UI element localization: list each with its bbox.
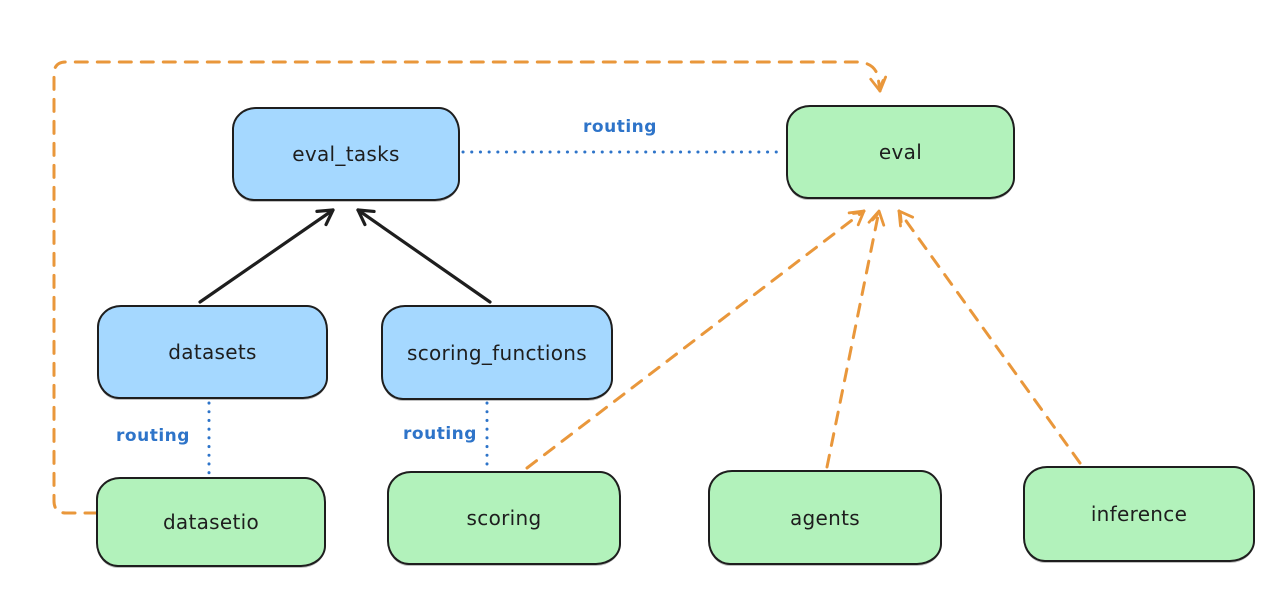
node-scoring-functions: scoring_functions	[381, 305, 613, 400]
edge-datasets-to-eval-tasks	[198, 208, 335, 304]
edge-agents-to-eval	[825, 209, 886, 469]
node-datasetio: datasetio	[96, 477, 326, 567]
node-agents-label: agents	[790, 505, 860, 530]
node-eval-tasks: eval_tasks	[232, 107, 460, 201]
routing-label-eval-tasks-eval: routing	[573, 117, 667, 138]
node-inference: inference	[1023, 466, 1255, 562]
node-datasetio-label: datasetio	[162, 510, 260, 534]
routing-label-scoring-functions-scoring: routing	[399, 424, 481, 445]
node-datasets-label: datasets	[168, 340, 257, 364]
node-eval: eval	[786, 105, 1015, 199]
node-agents: agents	[708, 470, 942, 565]
node-datasets: datasets	[97, 305, 328, 399]
node-inference-label: inference	[1090, 502, 1188, 526]
node-scoring-label: scoring	[466, 506, 542, 530]
node-scoring: scoring	[387, 471, 621, 565]
edge-inference-to-eval	[897, 209, 1082, 465]
node-scoring-functions-label: scoring_functions	[406, 340, 588, 365]
node-eval-tasks-label: eval_tasks	[292, 142, 400, 166]
edge-scoring-functions-to-eval-tasks	[356, 208, 492, 304]
node-eval-label: eval	[878, 140, 923, 164]
routing-label-datasets-datasetio: routing	[112, 426, 194, 447]
